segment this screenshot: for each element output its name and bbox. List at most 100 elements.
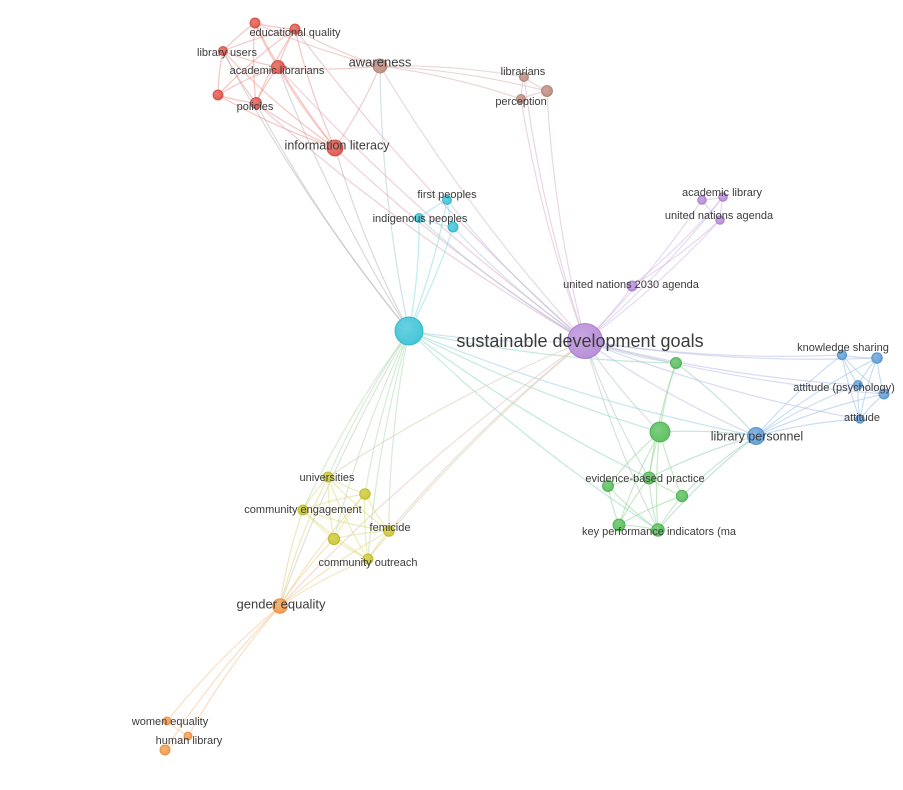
node-attitude-psychology[interactable] <box>853 380 863 390</box>
node-label-attitude: attitude <box>844 412 880 424</box>
node-green-node-4[interactable] <box>612 518 626 532</box>
edge-brown-node-1--awareness <box>379 65 548 92</box>
node-brown-node-1[interactable] <box>541 85 553 97</box>
node-label-first-peoples: first peoples <box>417 189 477 201</box>
node-evidence-based-practice[interactable] <box>642 471 656 485</box>
node-green-node-big[interactable] <box>649 421 671 443</box>
node-perception[interactable] <box>516 94 526 104</box>
edge-librarians--awareness <box>379 65 525 78</box>
node-sustainable-development-goals[interactable] <box>567 323 603 359</box>
node-red-node-2[interactable] <box>212 89 224 101</box>
edge-red-node-1--information-literacy <box>254 22 336 149</box>
node-academic-library[interactable] <box>718 192 728 202</box>
node-cyan-node-1[interactable] <box>447 221 459 233</box>
node-label-academic-librarians: academic librarians <box>230 65 325 77</box>
node-label-library-personnel: library personnel <box>711 429 803 443</box>
node-label-evidence-based-practice: evidence-based practice <box>585 473 704 485</box>
edge-policies--sustainable-development-goals <box>255 102 586 342</box>
edge-educational-quality--red-node-2 <box>217 28 296 96</box>
edge-cyan-hub--femicide <box>388 330 410 532</box>
edge-gender-equality--human-library <box>187 605 281 737</box>
node-cyan-hub[interactable] <box>394 316 424 346</box>
node-first-peoples[interactable] <box>442 195 452 205</box>
node-knowledge-sharing[interactable] <box>836 349 848 361</box>
edge-cyan-node-1--sustainable-development-goals <box>452 226 586 342</box>
edge-community-outreach--gender-equality <box>279 558 369 607</box>
node-purple-node-1[interactable] <box>697 195 707 205</box>
edge-first-peoples--sustainable-development-goals <box>446 199 586 342</box>
node-label-gender-equality: gender equality <box>237 596 326 611</box>
edge-awareness--sustainable-development-goals <box>379 65 586 342</box>
node-united-nations-2030-agenda[interactable] <box>626 280 638 292</box>
edge-cyan-hub--yellow-node-2 <box>333 330 410 540</box>
node-label-academic-library: academic library <box>682 187 763 199</box>
edge-brown-node-1--sustainable-development-goals <box>546 90 586 342</box>
node-label-policies: policies <box>237 101 274 113</box>
edge-red-node-1--policies <box>252 22 257 104</box>
node-information-literacy[interactable] <box>326 139 344 157</box>
node-academic-librarians[interactable] <box>271 60 285 74</box>
edge-library-personnel--green-node-1 <box>675 362 757 437</box>
edge-yellow-node-1--yellow-node-2 <box>333 493 366 540</box>
edge-indigenous-peoples--sustainable-development-goals <box>418 217 586 342</box>
node-human-library[interactable] <box>183 731 193 741</box>
node-women-equality[interactable] <box>162 716 172 726</box>
node-green-node-3[interactable] <box>675 489 689 503</box>
node-yellow-node-2[interactable] <box>327 532 341 546</box>
node-green-node-2[interactable] <box>602 480 614 492</box>
node-educational-quality[interactable] <box>289 23 301 35</box>
node-green-node-1[interactable] <box>670 357 682 369</box>
edges-layer <box>164 22 885 751</box>
node-universities[interactable] <box>322 471 334 483</box>
edge-blue-node-2--library-personnel <box>755 393 885 437</box>
edge-information-literacy--cyan-hub <box>334 147 410 332</box>
edge-attitude-psychology--library-personnel <box>755 384 859 437</box>
node-community-engagement[interactable] <box>297 504 309 516</box>
edge-blue-node-1--library-personnel <box>755 357 878 437</box>
edge-sustainable-development-goals--united-nations-agenda <box>584 219 721 342</box>
node-key-performance-indicators[interactable] <box>651 523 665 537</box>
node-library-users[interactable] <box>218 46 228 56</box>
node-blue-node-2[interactable] <box>878 388 890 400</box>
edge-universities--femicide <box>327 476 390 532</box>
edge-cyan-hub--sustainable-development-goals <box>408 330 586 343</box>
node-attitude[interactable] <box>855 414 865 424</box>
node-label-key-performance-indicators: key performance indicators (ma <box>582 526 737 538</box>
node-label-united-nations-2030-agenda: united nations 2030 agenda <box>563 279 700 291</box>
edge-attitude--library-personnel <box>755 418 861 437</box>
edge-sustainable-development-goals--universities <box>327 340 586 478</box>
node-label-attitude-psychology: attitude (psychology) <box>793 382 895 394</box>
node-librarians[interactable] <box>519 72 529 82</box>
node-label-women-equality: women equality <box>131 716 209 728</box>
node-gender-equality[interactable] <box>272 598 288 614</box>
node-blue-node-1[interactable] <box>871 352 883 364</box>
node-red-node-1[interactable] <box>249 17 261 29</box>
edge-community-engagement--gender-equality <box>279 509 304 607</box>
edge-information-literacy--awareness <box>334 65 381 149</box>
edge-library-personnel--green-node-3 <box>681 435 757 497</box>
node-awareness[interactable] <box>372 58 388 74</box>
node-orange-node-1[interactable] <box>159 744 171 756</box>
node-label-librarians: librarians <box>501 66 546 78</box>
node-united-nations-agenda[interactable] <box>715 215 725 225</box>
edge-educational-quality--awareness <box>294 28 381 67</box>
node-femicide[interactable] <box>383 525 395 537</box>
node-yellow-node-1[interactable] <box>359 488 371 500</box>
node-label-human-library: human library <box>156 735 223 747</box>
edge-united-nations-2030-agenda--academic-library <box>631 196 724 287</box>
edge-sustainable-development-goals--library-personnel <box>584 340 757 437</box>
edge-knowledge-sharing--library-personnel <box>755 354 843 437</box>
edge-gender-equality--women-equality <box>166 605 281 722</box>
node-indigenous-peoples[interactable] <box>414 213 424 223</box>
node-community-outreach[interactable] <box>362 553 374 565</box>
edge-academic-librarians--awareness <box>277 65 381 70</box>
node-library-personnel[interactable] <box>747 427 765 445</box>
edge-femicide--gender-equality <box>279 530 390 607</box>
edge-sustainable-development-goals--gender-equality <box>279 340 586 607</box>
node-policies[interactable] <box>250 97 262 109</box>
edge-sustainable-development-goals--attitude <box>584 340 861 420</box>
edge-yellow-node-2--gender-equality <box>279 538 335 607</box>
